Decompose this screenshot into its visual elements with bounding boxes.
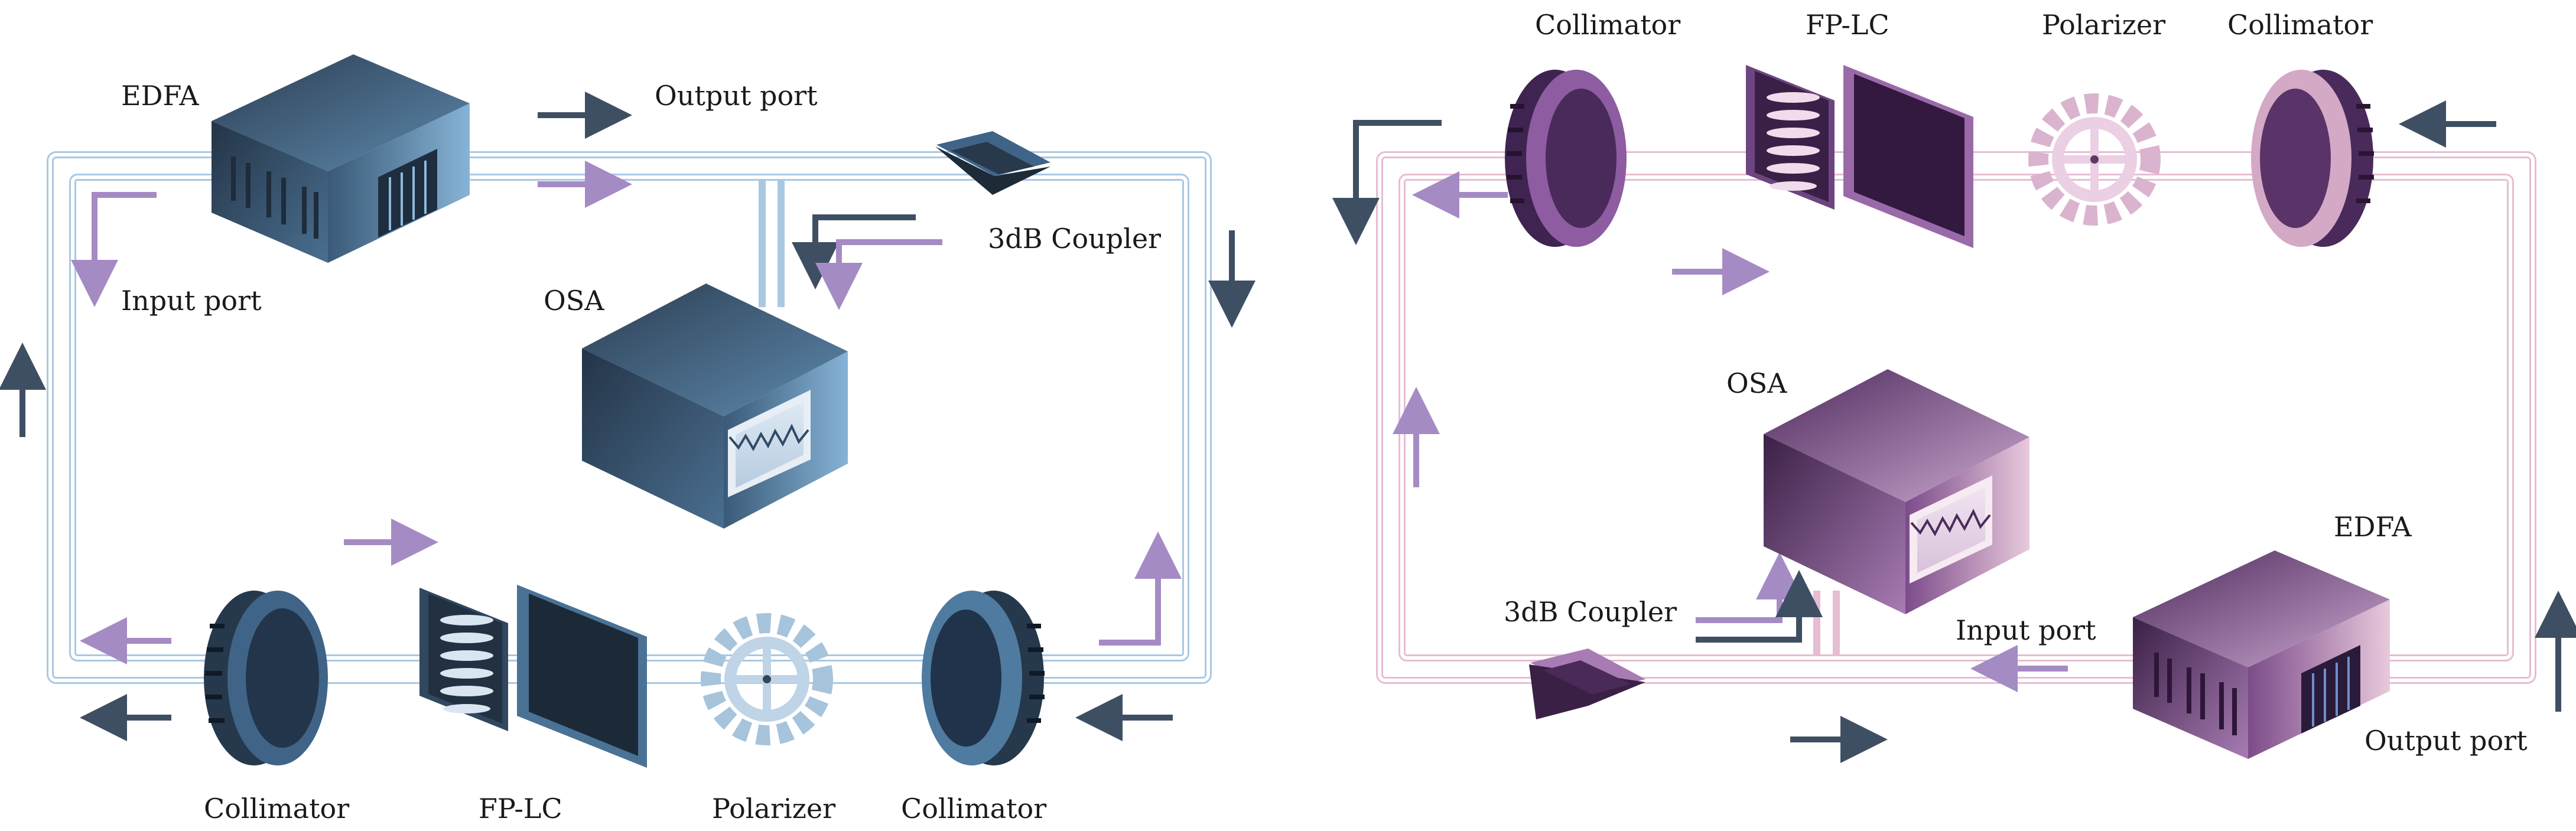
- left-collimator-left-label: Collimator: [204, 793, 349, 825]
- arrow-icon: [1696, 552, 1803, 623]
- arrow-icon: [815, 239, 942, 310]
- right-coupler-prism-icon: [1529, 648, 1645, 719]
- right-polarizer-gear-icon: [2028, 93, 2161, 226]
- left-fp-lc-label: FP-LC: [479, 793, 562, 825]
- right-collimator-right-label: Collimator: [2227, 9, 2373, 41]
- right-output-port-label: Output port: [2364, 725, 2528, 757]
- left-osa-box: [582, 283, 848, 529]
- left-polarizer-label: Polarizer: [712, 793, 835, 825]
- right-collimator-lens-icon: [1505, 70, 1627, 247]
- left-output-port-label: Output port: [655, 80, 818, 112]
- left-polarizer-gear-icon: [701, 613, 833, 745]
- right-edfa-box: [2133, 550, 2390, 759]
- right-osa-label: OSA: [1726, 367, 1787, 399]
- arrow-icon: [792, 214, 916, 289]
- left-collimator-lens-icon: [922, 591, 1045, 765]
- left-liquid-crystal-filter-icon: [419, 585, 647, 768]
- arrow-icon: [71, 192, 157, 307]
- left-collimator-right-label: Collimator: [901, 793, 1046, 825]
- right-polarizer-label: Polarizer: [2042, 9, 2165, 41]
- right-osa-box: [1764, 369, 2029, 614]
- left-edfa-label: EDFA: [121, 80, 199, 112]
- arrow-icon: [1332, 120, 1442, 245]
- left-input-port-label: Input port: [121, 285, 262, 317]
- right-coupler-label: 3dB Coupler: [1504, 596, 1677, 628]
- left-osa-label: OSA: [544, 285, 604, 317]
- left-panel: EDFA Output port Input port 3dB Coupler: [0, 54, 1256, 825]
- right-edfa-label: EDFA: [2334, 511, 2412, 543]
- right-input-port-label: Input port: [1956, 614, 2096, 646]
- arrow-icon: [1099, 532, 1182, 646]
- left-coupler-label: 3dB Coupler: [988, 223, 1161, 255]
- right-fp-lc-label: FP-LC: [1806, 9, 1889, 41]
- right-collimator-left-label: Collimator: [1535, 9, 1680, 41]
- right-liquid-crystal-filter-icon: [1746, 65, 1973, 248]
- left-collimator-lens-icon: [204, 591, 328, 765]
- right-collimator-lens-icon: [2251, 70, 2374, 247]
- right-panel: Collimator FP-LC Polarizer: [1332, 9, 2576, 763]
- left-coupler-prism-icon: [935, 131, 1050, 195]
- arrow-icon: [1696, 570, 1823, 643]
- left-edfa-box: [212, 54, 470, 263]
